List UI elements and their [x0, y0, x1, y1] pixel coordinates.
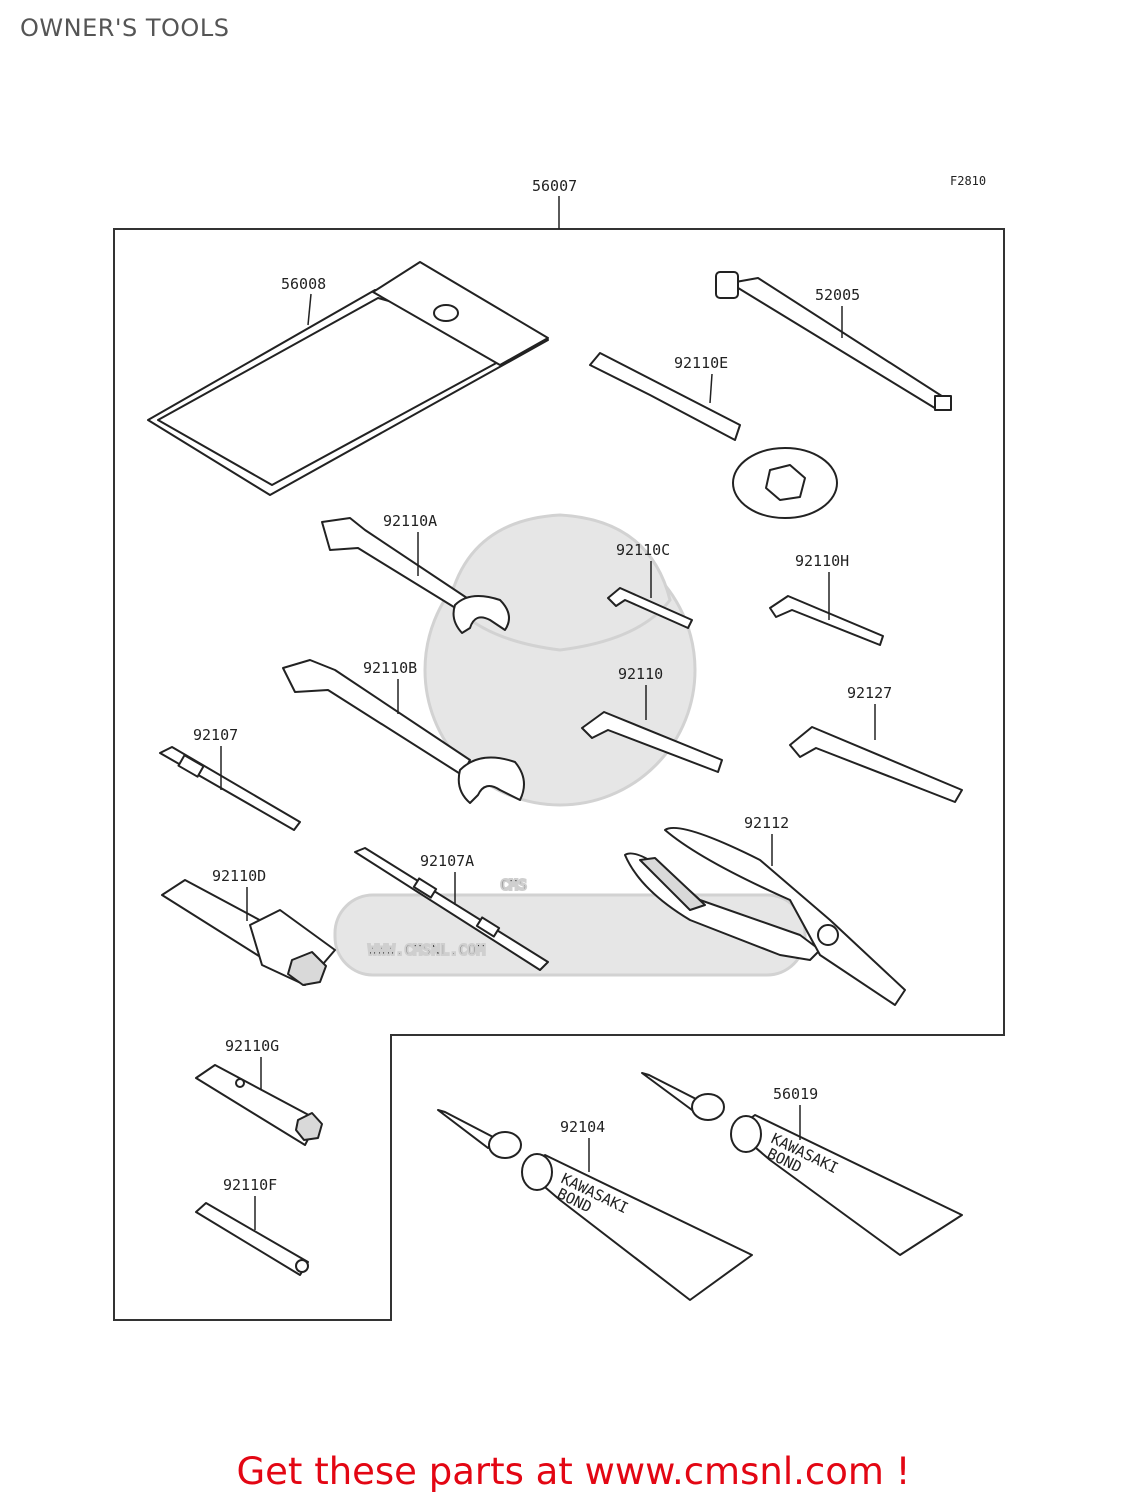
bar-92110F: 92110F: [195, 1176, 309, 1276]
watermark-logo: CMS: [500, 876, 527, 894]
label-92110D: 92110D: [212, 867, 266, 885]
label-92110C: 92110C: [616, 541, 670, 559]
figure-code: F2810: [950, 174, 986, 188]
label-92110H: 92110H: [795, 552, 849, 570]
screwdriver-92107: 92107: [159, 726, 301, 831]
bond-tube-92104: KAWASAKI BOND 92104: [437, 1109, 753, 1301]
label-92110E: 92110E: [674, 354, 728, 372]
label-92110: 92110: [618, 665, 663, 683]
label-92112: 92112: [744, 814, 789, 832]
screwdriver-92107A: 92107A: [354, 847, 549, 971]
label-92110F: 92110F: [223, 1176, 277, 1194]
watermark-url: WWW.CMSNL.COM: [368, 941, 485, 959]
label-56019: 56019: [773, 1085, 818, 1103]
ring-spanner-92110E: 92110E: [589, 352, 838, 519]
hex-key-92110C: 92110C: [607, 541, 693, 629]
hex-key-92110: 92110: [581, 665, 723, 773]
label-56008: 56008: [281, 275, 326, 293]
page-title: OWNER'S TOOLS: [20, 14, 230, 42]
label-92107A: 92107A: [420, 852, 474, 870]
hex-key-92110H: 92110H: [769, 552, 884, 646]
footer-cta-link[interactable]: Get these parts at www.cmsnl.com !: [236, 1450, 911, 1493]
extension-rod-52005: 52005: [715, 271, 952, 411]
hex-key-92127: 92127: [789, 684, 963, 803]
kit-number-label: 56007: [532, 177, 577, 195]
label-92110G: 92110G: [225, 1037, 279, 1055]
plug-spanner-92110G: 92110G: [195, 1037, 323, 1146]
cms-watermark: CMS WWW.CMSNL.COM: [333, 513, 807, 977]
label-92110A: 92110A: [383, 512, 437, 530]
label-92107: 92107: [193, 726, 238, 744]
box-spanner-92110D: 92110D: [161, 867, 336, 986]
tool-bag-56008: 56008: [147, 261, 549, 496]
label-92104: 92104: [560, 1118, 605, 1136]
kit-outline: [113, 228, 1005, 1321]
parts-diagram: CMS WWW.CMSNL.COM 56007 F2810 56008 5200…: [113, 174, 1005, 1321]
wrench-92110A: 92110A: [321, 512, 510, 634]
wrench-92110B: 92110B: [282, 659, 525, 804]
pliers-92112: 92112: [624, 814, 906, 1006]
label-92127: 92127: [847, 684, 892, 702]
label-92110B: 92110B: [363, 659, 417, 677]
label-52005: 52005: [815, 286, 860, 304]
